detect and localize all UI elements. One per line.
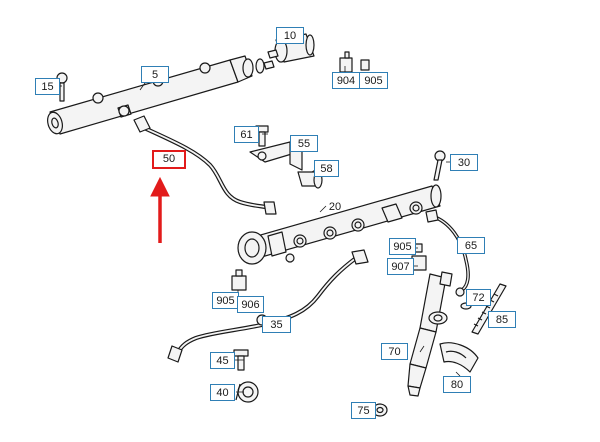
fuel-rail-lower xyxy=(237,184,442,265)
stud-85 xyxy=(471,283,507,335)
callout-80[interactable]: 80 xyxy=(443,376,471,393)
callout-72[interactable]: 72 xyxy=(466,289,491,306)
bolt-61 xyxy=(255,125,269,147)
clamp-80 xyxy=(439,342,479,373)
callout-906[interactable]: 906 xyxy=(237,296,264,313)
callout-904[interactable]: 904 xyxy=(332,72,360,89)
callout-85[interactable]: 85 xyxy=(488,311,516,328)
callout-61[interactable]: 61 xyxy=(234,126,259,143)
callout-40[interactable]: 40 xyxy=(210,384,235,401)
callout-905-top[interactable]: 905 xyxy=(359,72,388,89)
callout-65[interactable]: 65 xyxy=(457,237,485,254)
callout-907[interactable]: 907 xyxy=(387,258,414,275)
callout-10[interactable]: 10 xyxy=(276,27,304,44)
fuel-line-35 xyxy=(167,249,369,363)
injector-70 xyxy=(407,271,453,397)
callout-45[interactable]: 45 xyxy=(210,352,235,369)
callout-58[interactable]: 58 xyxy=(314,160,339,177)
callout-20[interactable]: 20 xyxy=(328,201,342,213)
bolt-30 xyxy=(433,150,446,181)
fuel-line-50 xyxy=(133,115,277,215)
callout-50-highlighted[interactable]: 50 xyxy=(152,150,186,169)
seal-75 xyxy=(372,403,388,417)
callout-5[interactable]: 5 xyxy=(141,66,169,83)
bolt-45 xyxy=(233,349,249,371)
highlight-arrow xyxy=(150,176,170,243)
return-line-65 xyxy=(425,209,470,297)
callout-70[interactable]: 70 xyxy=(381,343,408,360)
connector-clip-top xyxy=(339,51,370,73)
callout-75[interactable]: 75 xyxy=(351,402,376,419)
callout-905-mid[interactable]: 905 xyxy=(389,238,416,255)
callout-30[interactable]: 30 xyxy=(450,154,478,171)
connector-clip-low xyxy=(231,269,247,291)
callout-905-low[interactable]: 905 xyxy=(212,292,239,309)
callout-55[interactable]: 55 xyxy=(290,135,318,152)
callout-15[interactable]: 15 xyxy=(35,78,60,95)
callout-35[interactable]: 35 xyxy=(262,316,291,333)
